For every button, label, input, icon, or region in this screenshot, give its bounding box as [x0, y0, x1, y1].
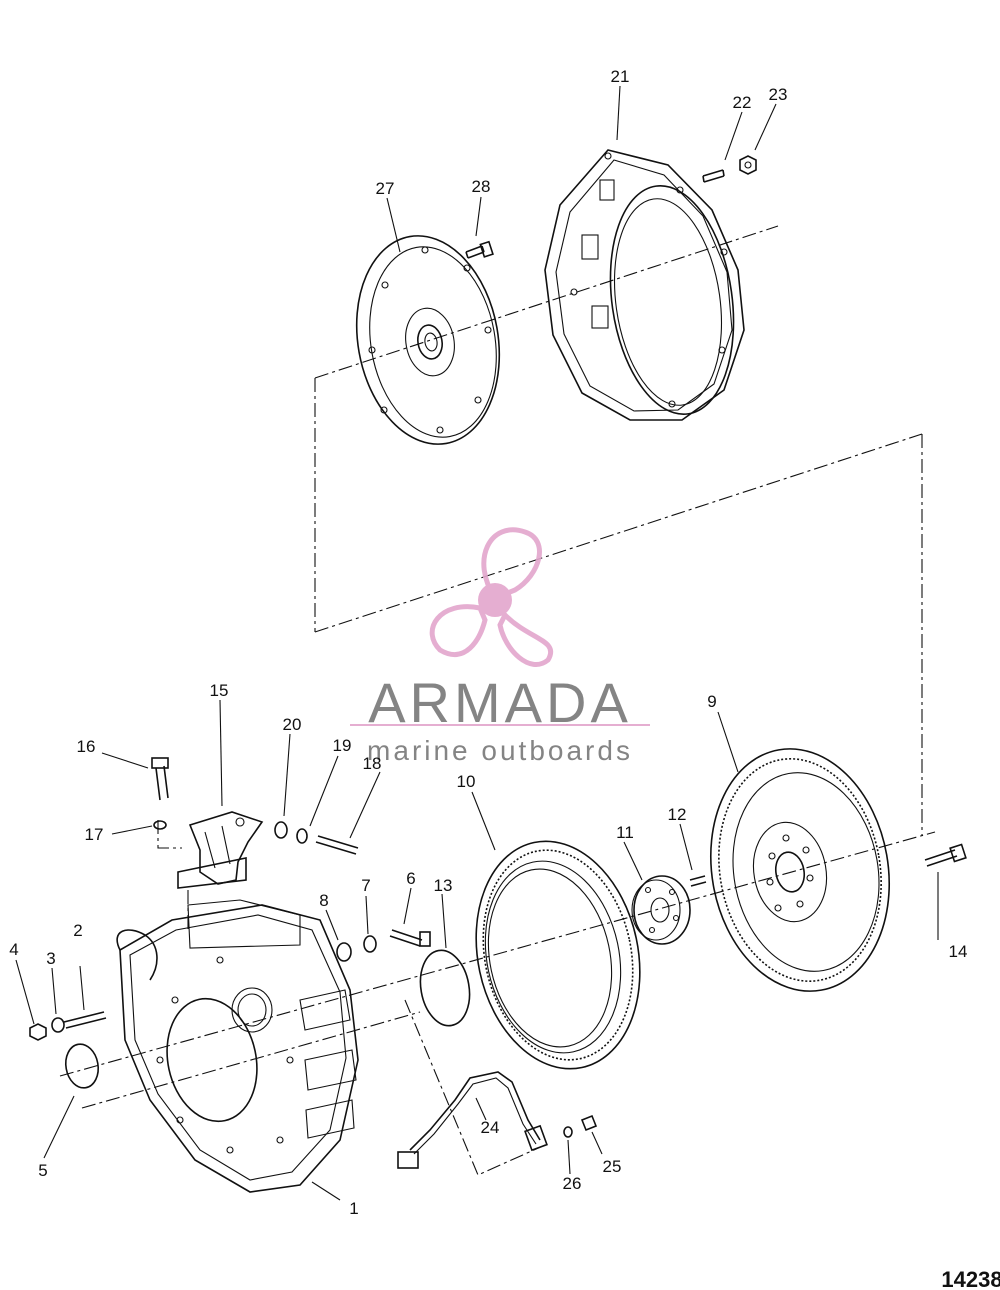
hardware-middle: [419, 843, 967, 1027]
callout-7: 7: [361, 876, 370, 895]
watermark: ARMADA marine outboards: [350, 527, 650, 766]
flywheel-spacer: [631, 875, 691, 945]
callout-14: 14: [949, 942, 968, 961]
flywheel: [709, 748, 891, 992]
callout-21: 21: [611, 67, 630, 86]
callout-15: 15: [210, 681, 229, 700]
hardware-upper: [465, 155, 757, 259]
callout-8: 8: [319, 891, 328, 910]
callout-11: 11: [616, 823, 634, 842]
callout-26: 26: [563, 1174, 582, 1193]
callout-18: 18: [363, 754, 382, 773]
bell-housing-adapter: [544, 149, 745, 421]
drive-plate: [355, 235, 501, 445]
callout-19: 19: [333, 736, 352, 755]
watermark-tagline: marine outboards: [367, 735, 633, 766]
callout-4: 4: [9, 940, 18, 959]
sensor-harness: [397, 1071, 598, 1169]
callout-13: 13: [434, 876, 453, 895]
ring-gear: [475, 840, 641, 1070]
callout-25: 25: [603, 1157, 622, 1176]
callout-9: 9: [707, 692, 716, 711]
callout-1: 1: [349, 1199, 358, 1218]
mount-bracket: [177, 811, 264, 889]
callout-5: 5: [38, 1161, 47, 1180]
callout-10: 10: [457, 772, 476, 791]
callout-28: 28: [472, 177, 491, 196]
callout-12: 12: [668, 805, 687, 824]
leader-lines: [15, 85, 939, 1201]
callout-2: 2: [73, 921, 82, 940]
callout-labels: 1 2 3 4 5 6 7 8 9 10 11 12 13 14 15 16 1…: [9, 67, 967, 1218]
callout-23: 23: [769, 85, 788, 104]
callout-3: 3: [46, 949, 55, 968]
callout-6: 6: [406, 869, 415, 888]
callout-20: 20: [283, 715, 302, 734]
figure-number: 14238: [941, 1267, 1000, 1290]
flywheel-housing: [116, 899, 359, 1193]
watermark-brand: ARMADA: [368, 671, 632, 734]
callout-22: 22: [733, 93, 752, 112]
callout-17: 17: [85, 825, 104, 844]
callout-27: 27: [376, 179, 395, 198]
propeller-logo-icon: [429, 527, 554, 668]
hardware-lower: [29, 757, 431, 1089]
callout-24: 24: [481, 1118, 500, 1137]
callout-16: 16: [77, 737, 96, 756]
